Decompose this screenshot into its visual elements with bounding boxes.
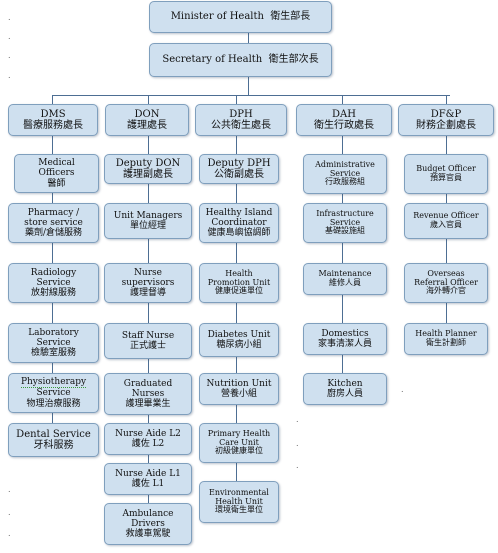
connector-horizontal-bar <box>52 95 450 96</box>
paragraph-mark: . <box>401 385 404 394</box>
column-line-dah <box>342 136 343 376</box>
paragraph-mark: . <box>8 508 11 517</box>
paragraph-mark: . <box>8 32 11 41</box>
paragraph-mark: . <box>296 415 299 424</box>
paragraph-mark: . <box>8 529 11 538</box>
connector-minister-secretary <box>248 32 249 43</box>
column-line-dph <box>236 136 237 492</box>
paragraph-mark: . <box>296 439 299 448</box>
secretary-box: Secretary of Health 衛生部次長 <box>149 43 332 77</box>
connector-to-dfp <box>446 95 447 104</box>
paragraph-mark: . <box>296 461 299 470</box>
paragraph-mark: . <box>8 13 11 22</box>
minister-box: Minister of Health 衛生部長 <box>149 1 332 33</box>
connector-to-dph <box>236 95 237 104</box>
connector-secretary-down <box>248 77 249 96</box>
paragraph-mark: . <box>8 51 11 60</box>
connector-to-dms <box>52 95 53 104</box>
column-line-don <box>148 136 149 506</box>
paragraph-mark: . <box>8 71 11 80</box>
connector-to-dah <box>342 95 343 104</box>
paragraph-mark: . <box>8 485 11 494</box>
connector-to-don <box>148 95 149 104</box>
